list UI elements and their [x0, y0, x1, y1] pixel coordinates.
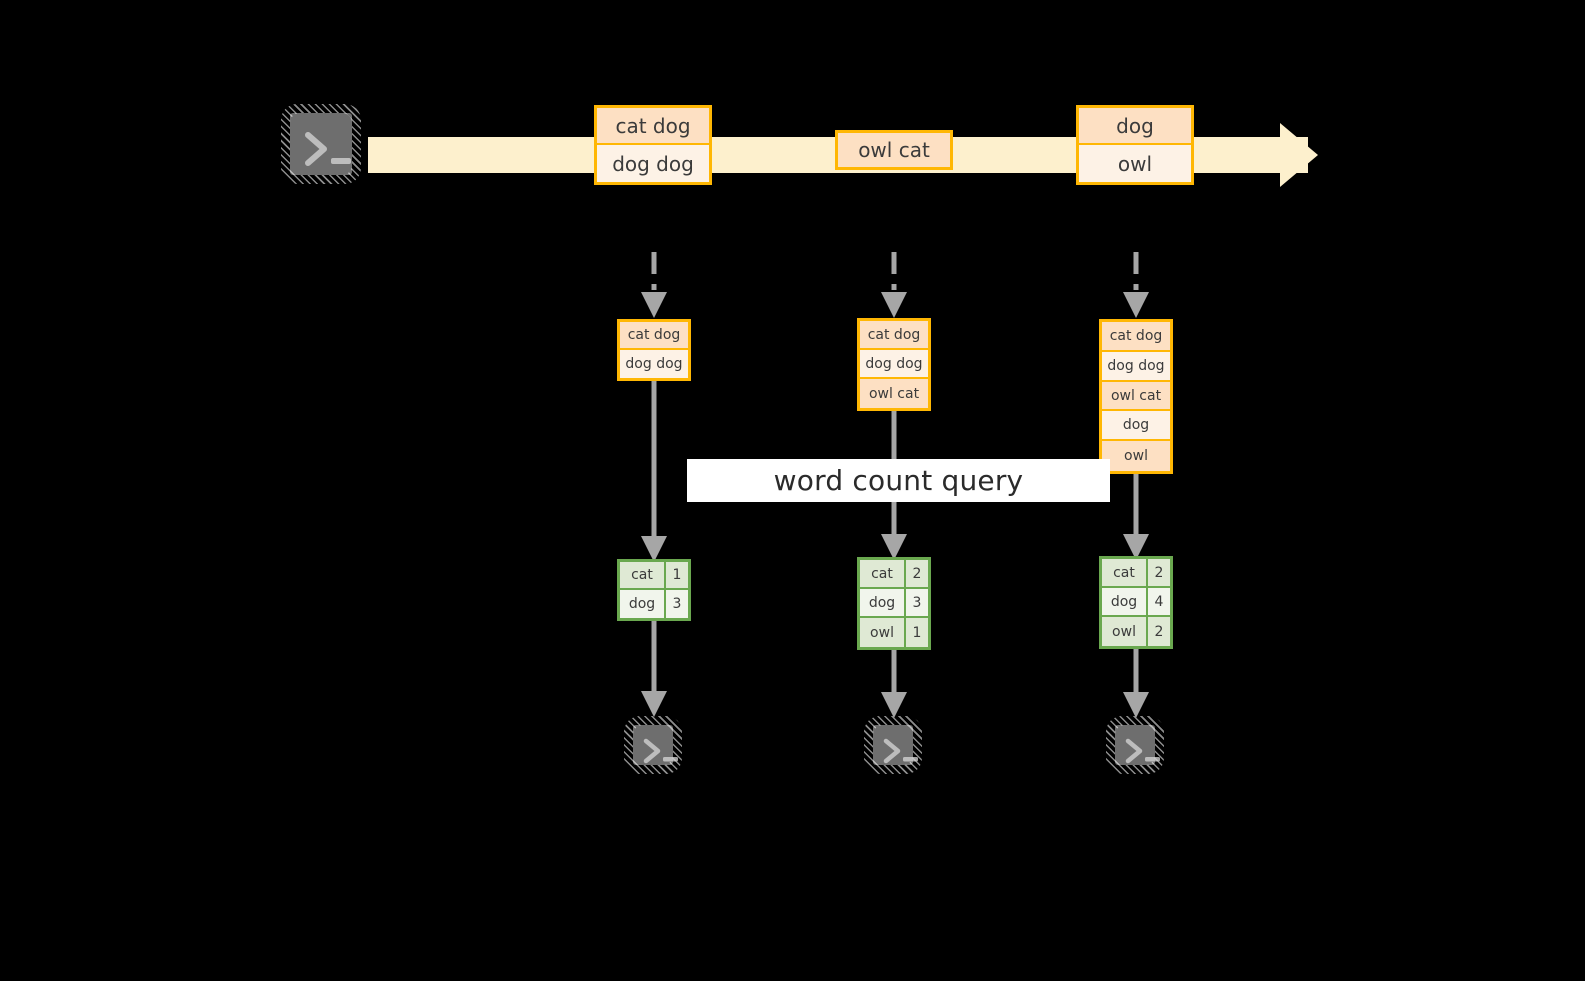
snapshot-1-word-1: cat — [620, 562, 666, 589]
stream-batch-3-line-1: dog — [1079, 108, 1191, 146]
snapshot-3-input-line-4: dog — [1102, 411, 1170, 442]
snapshot-2-result-table[interactable]: cat 2 dog 3 owl 1 — [857, 557, 931, 650]
terminal-prompt-glyph — [883, 738, 918, 764]
snapshot-2-input-line-2: dog dog — [860, 350, 928, 380]
stream-batch-2-line-1: owl cat — [838, 133, 950, 167]
snapshot-3-input-line-2: dog dog — [1102, 351, 1170, 382]
stream-batch-2[interactable]: owl cat — [835, 130, 953, 170]
snapshot-1-input-line-1: cat dog — [620, 322, 688, 351]
snapshot-1-input-table[interactable]: cat dog dog dog — [617, 319, 691, 381]
snapshot-2-input-table[interactable]: cat dog dog dog owl cat — [857, 318, 931, 411]
table-row: cat 2 — [1102, 559, 1170, 589]
snapshot-2-word-2: dog — [860, 589, 906, 617]
snapshot-1-result-table[interactable]: cat 1 dog 3 — [617, 559, 691, 621]
table-row: cat 2 — [860, 560, 928, 590]
snapshot-3-input-line-5: owl — [1102, 441, 1170, 471]
snapshot-2-word-3: owl — [860, 618, 906, 647]
tap-arrow-3 — [1123, 252, 1149, 318]
sink-terminal-icon-1 — [624, 716, 682, 774]
query-label: word count query — [687, 459, 1110, 502]
table-row: dog 3 — [620, 590, 688, 618]
source-terminal-icon — [281, 104, 361, 184]
snapshot-3-count-3: 2 — [1148, 617, 1170, 646]
snapshot-2-count-3: 1 — [906, 618, 928, 647]
sink-connector-2 — [881, 650, 907, 718]
stream-arrowhead — [1258, 123, 1318, 187]
terminal-prompt-glyph — [643, 738, 678, 764]
table-row: dog 3 — [860, 589, 928, 619]
snapshot-2-count-1: 2 — [906, 560, 928, 588]
sink-connector-1 — [641, 621, 667, 717]
query-connector-3 — [1123, 474, 1149, 560]
sink-terminal-icon-2 — [864, 716, 922, 774]
snapshot-1-input-line-2: dog dog — [620, 350, 688, 378]
stream-batch-1-line-1: cat dog — [597, 108, 709, 146]
stream-batch-3[interactable]: dog owl — [1076, 105, 1194, 185]
snapshot-3-count-1: 2 — [1148, 559, 1170, 587]
snapshot-3-word-1: cat — [1102, 559, 1148, 587]
snapshot-3-result-table[interactable]: cat 2 dog 4 owl 2 — [1099, 556, 1173, 649]
snapshot-2-input-line-3: owl cat — [860, 379, 928, 408]
snapshot-3-word-2: dog — [1102, 588, 1148, 616]
snapshot-3-word-3: owl — [1102, 617, 1148, 646]
snapshot-3-input-line-1: cat dog — [1102, 322, 1170, 352]
query-connector-1 — [641, 381, 667, 562]
snapshot-1-count-1: 1 — [666, 562, 688, 589]
snapshot-3-count-2: 4 — [1148, 588, 1170, 616]
terminal-prompt-glyph — [1125, 738, 1160, 764]
snapshot-2-word-1: cat — [860, 560, 906, 588]
table-row: cat 1 — [620, 562, 688, 591]
tap-arrow-1 — [641, 252, 667, 318]
snapshot-1-count-2: 3 — [666, 590, 688, 618]
stream-batch-1-line-2: dog dog — [597, 145, 709, 182]
table-row: dog 4 — [1102, 588, 1170, 618]
snapshot-2-input-line-1: cat dog — [860, 321, 928, 351]
terminal-prompt-glyph — [305, 132, 351, 166]
snapshot-3-input-table[interactable]: cat dog dog dog owl cat dog owl — [1099, 319, 1173, 474]
table-row: owl 1 — [860, 618, 928, 647]
stream-batch-1[interactable]: cat dog dog dog — [594, 105, 712, 185]
table-row: owl 2 — [1102, 617, 1170, 646]
snapshot-3-input-line-3: owl cat — [1102, 381, 1170, 412]
sink-connector-3 — [1123, 649, 1149, 718]
stream-batch-3-line-2: owl — [1079, 145, 1191, 182]
snapshot-2-count-2: 3 — [906, 589, 928, 617]
sink-terminal-icon-3 — [1106, 716, 1164, 774]
tap-arrow-2 — [881, 252, 907, 318]
snapshot-1-word-2: dog — [620, 590, 666, 618]
